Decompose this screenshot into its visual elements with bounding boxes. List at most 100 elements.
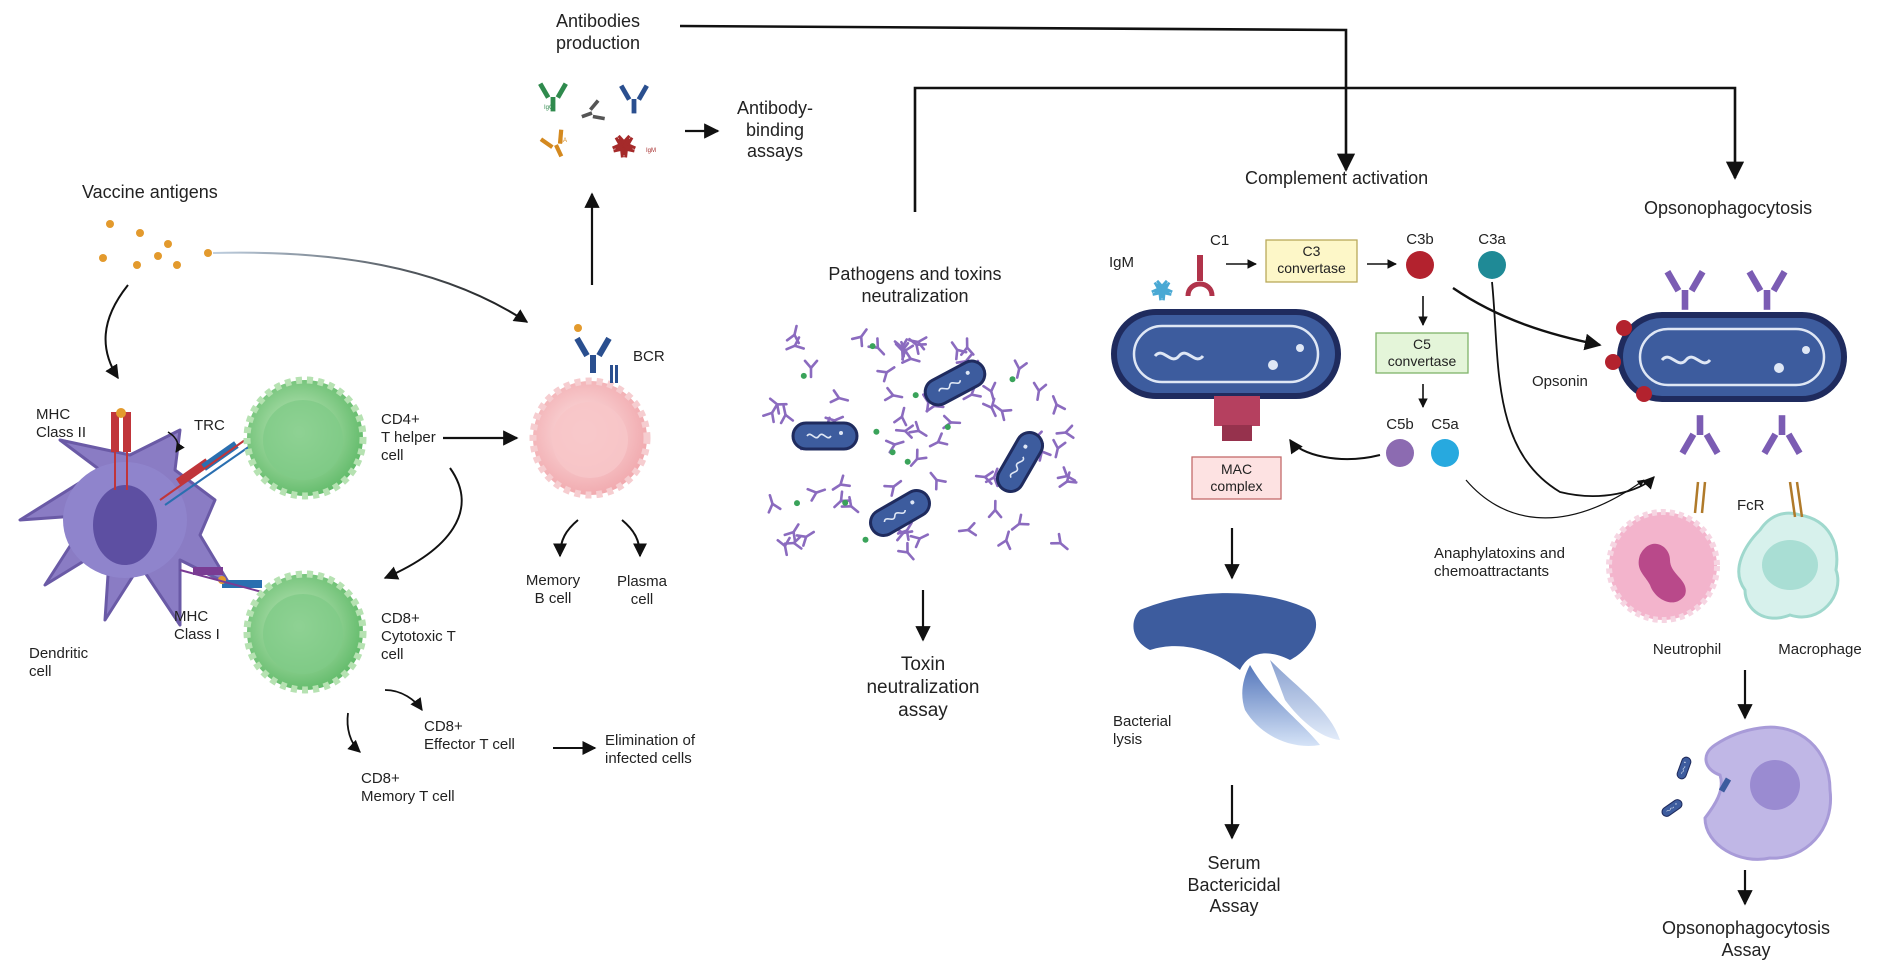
cd8-cytotoxic-label: CD8+ Cytotoxic T cell (381, 610, 456, 663)
dendritic-cell-icon (18, 428, 232, 627)
c1-label: C1 (1210, 232, 1230, 249)
toxin-assay-label: Toxin neutralization assay (866, 654, 980, 721)
lysed-bacterium-icon (1133, 593, 1340, 746)
toxin-dot (800, 372, 807, 379)
bcr-label: BCR (633, 348, 665, 365)
c5-convertase-box (1375, 332, 1469, 374)
elimination-label: Elimination of infected cells (605, 732, 696, 767)
arrow-trc (167, 431, 185, 453)
tcr-icon (159, 439, 251, 506)
igg-tag: IgG (544, 105, 554, 111)
arrow-antigens-to-dendritic (104, 284, 129, 380)
c5b-icon (1386, 439, 1414, 467)
bacterial-lysis-label: Bacterial lysis (1113, 713, 1172, 748)
small-antibody-icon (1007, 513, 1030, 536)
fcr-label: FcR (1737, 497, 1765, 514)
serum-assay-label: Serum Bactericidal Assay (1187, 853, 1281, 917)
toxin-dot (842, 499, 849, 506)
macrophage-icon (1737, 481, 1840, 620)
small-antibody-icon (795, 525, 819, 547)
toxin-dot (794, 500, 800, 507)
vaccine-antigens-icon (99, 220, 212, 269)
toxin-dot (904, 458, 911, 465)
phagocyte-icon (1659, 725, 1833, 861)
c3b-label: C3b (1406, 231, 1434, 248)
mac-pore-icon (1214, 396, 1260, 441)
antibodies-production-label: Antibodies production (555, 11, 641, 53)
mhc-class-i-icon (179, 567, 263, 593)
c3b-icon (1406, 251, 1434, 279)
arrow-to-memory-b (553, 519, 579, 558)
small-antibody-icon (783, 535, 803, 551)
neutralization-cluster-icon (762, 323, 1080, 565)
complement-activation-label: Complement activation (1245, 168, 1429, 188)
neutrophil-icon (1606, 481, 1720, 623)
small-antibody-icon (1010, 359, 1028, 381)
small-antibody-icon (893, 405, 912, 427)
b-cell-icon (529, 377, 651, 499)
small-antibody-icon (1046, 392, 1067, 415)
toxin-dot (862, 536, 869, 543)
vaccine-antigens-label: Vaccine antigens (82, 182, 218, 202)
antibody-cluster-icon: IgG IgA IgM (538, 82, 656, 162)
small-antibody-icon (785, 323, 804, 345)
small-antibody-icon (982, 381, 1001, 403)
c3a-label: C3a (1478, 231, 1506, 248)
toxin-dot (912, 392, 919, 399)
cd4-t-helper-icon (243, 376, 367, 500)
c3-convertase-box (1265, 239, 1358, 283)
arrow-to-plasma (621, 519, 647, 558)
small-antibody-icon (803, 359, 819, 379)
complement-bacterium-icon (1111, 309, 1341, 399)
small-antibody-icon (997, 528, 1016, 551)
small-antibody-icon (762, 492, 782, 514)
small-antibody-icon (883, 386, 905, 405)
small-antibody-icon (883, 475, 906, 497)
toxin-dot (889, 449, 896, 456)
arrow-antibodies-to-complement (679, 24, 1356, 172)
igm-pentamer-icon (1150, 278, 1174, 302)
small-antibody-icon (1048, 438, 1067, 460)
toxin-dot (873, 428, 880, 435)
small-antibody-icon (828, 474, 851, 496)
arrow-c3b-to-opsonin (1452, 287, 1602, 351)
cd8-effector-label: CD8+ Effector T cell (424, 718, 515, 753)
arrow-c5a-to-phagocytes (1465, 479, 1645, 519)
c3-convertase-label: C3 convertase (1277, 243, 1346, 276)
macrophage-label: Macrophage (1778, 641, 1862, 658)
c3a-icon (1478, 251, 1506, 279)
antibody-binding-assays-label: Antibody- binding assays (736, 98, 814, 162)
small-antibody-icon (829, 389, 851, 408)
mhc-class-ii-icon (111, 408, 131, 490)
neutrophil-label: Neutrophil (1652, 641, 1722, 658)
bcr-icon (574, 324, 618, 383)
dendritic-cell-label: Dendritic cell (29, 645, 89, 680)
small-antibody-icon (884, 434, 907, 454)
small-antibody-icon (776, 536, 794, 558)
arrow-c5b-to-mac (1289, 438, 1381, 461)
small-antibody-icon (783, 519, 805, 543)
mac-complex-box (1191, 456, 1282, 500)
arrow-antigens-to-bcell (212, 251, 529, 323)
toxin-dot (1009, 376, 1016, 383)
small-antibody-icon (924, 467, 947, 491)
small-antibody-icon (1049, 532, 1073, 555)
memory-b-cell-label: Memory B cell (525, 572, 581, 607)
cd8-cytotoxic-icon (243, 570, 367, 694)
mhc-class-i-label: MHC Class I (174, 608, 220, 643)
small-antibody-icon (876, 361, 899, 383)
toxin-dot (869, 343, 876, 350)
small-antibody-icon (1054, 424, 1075, 441)
cd8-memory-label: CD8+ Memory T cell (361, 770, 455, 805)
igm-label: IgM (1109, 254, 1135, 271)
small-antibody-icon (926, 432, 949, 453)
small-antibody-icon (909, 527, 932, 549)
c5b-label: C5b (1386, 416, 1414, 433)
mac-complex-label: MAC complex (1210, 461, 1263, 494)
c5a-label: C5a (1431, 416, 1459, 433)
iga-tag: IgA (558, 138, 567, 144)
small-antibody-icon (1030, 381, 1048, 402)
small-antibody-icon (850, 324, 873, 348)
opsonized-bacterium-icon (1605, 312, 1847, 402)
